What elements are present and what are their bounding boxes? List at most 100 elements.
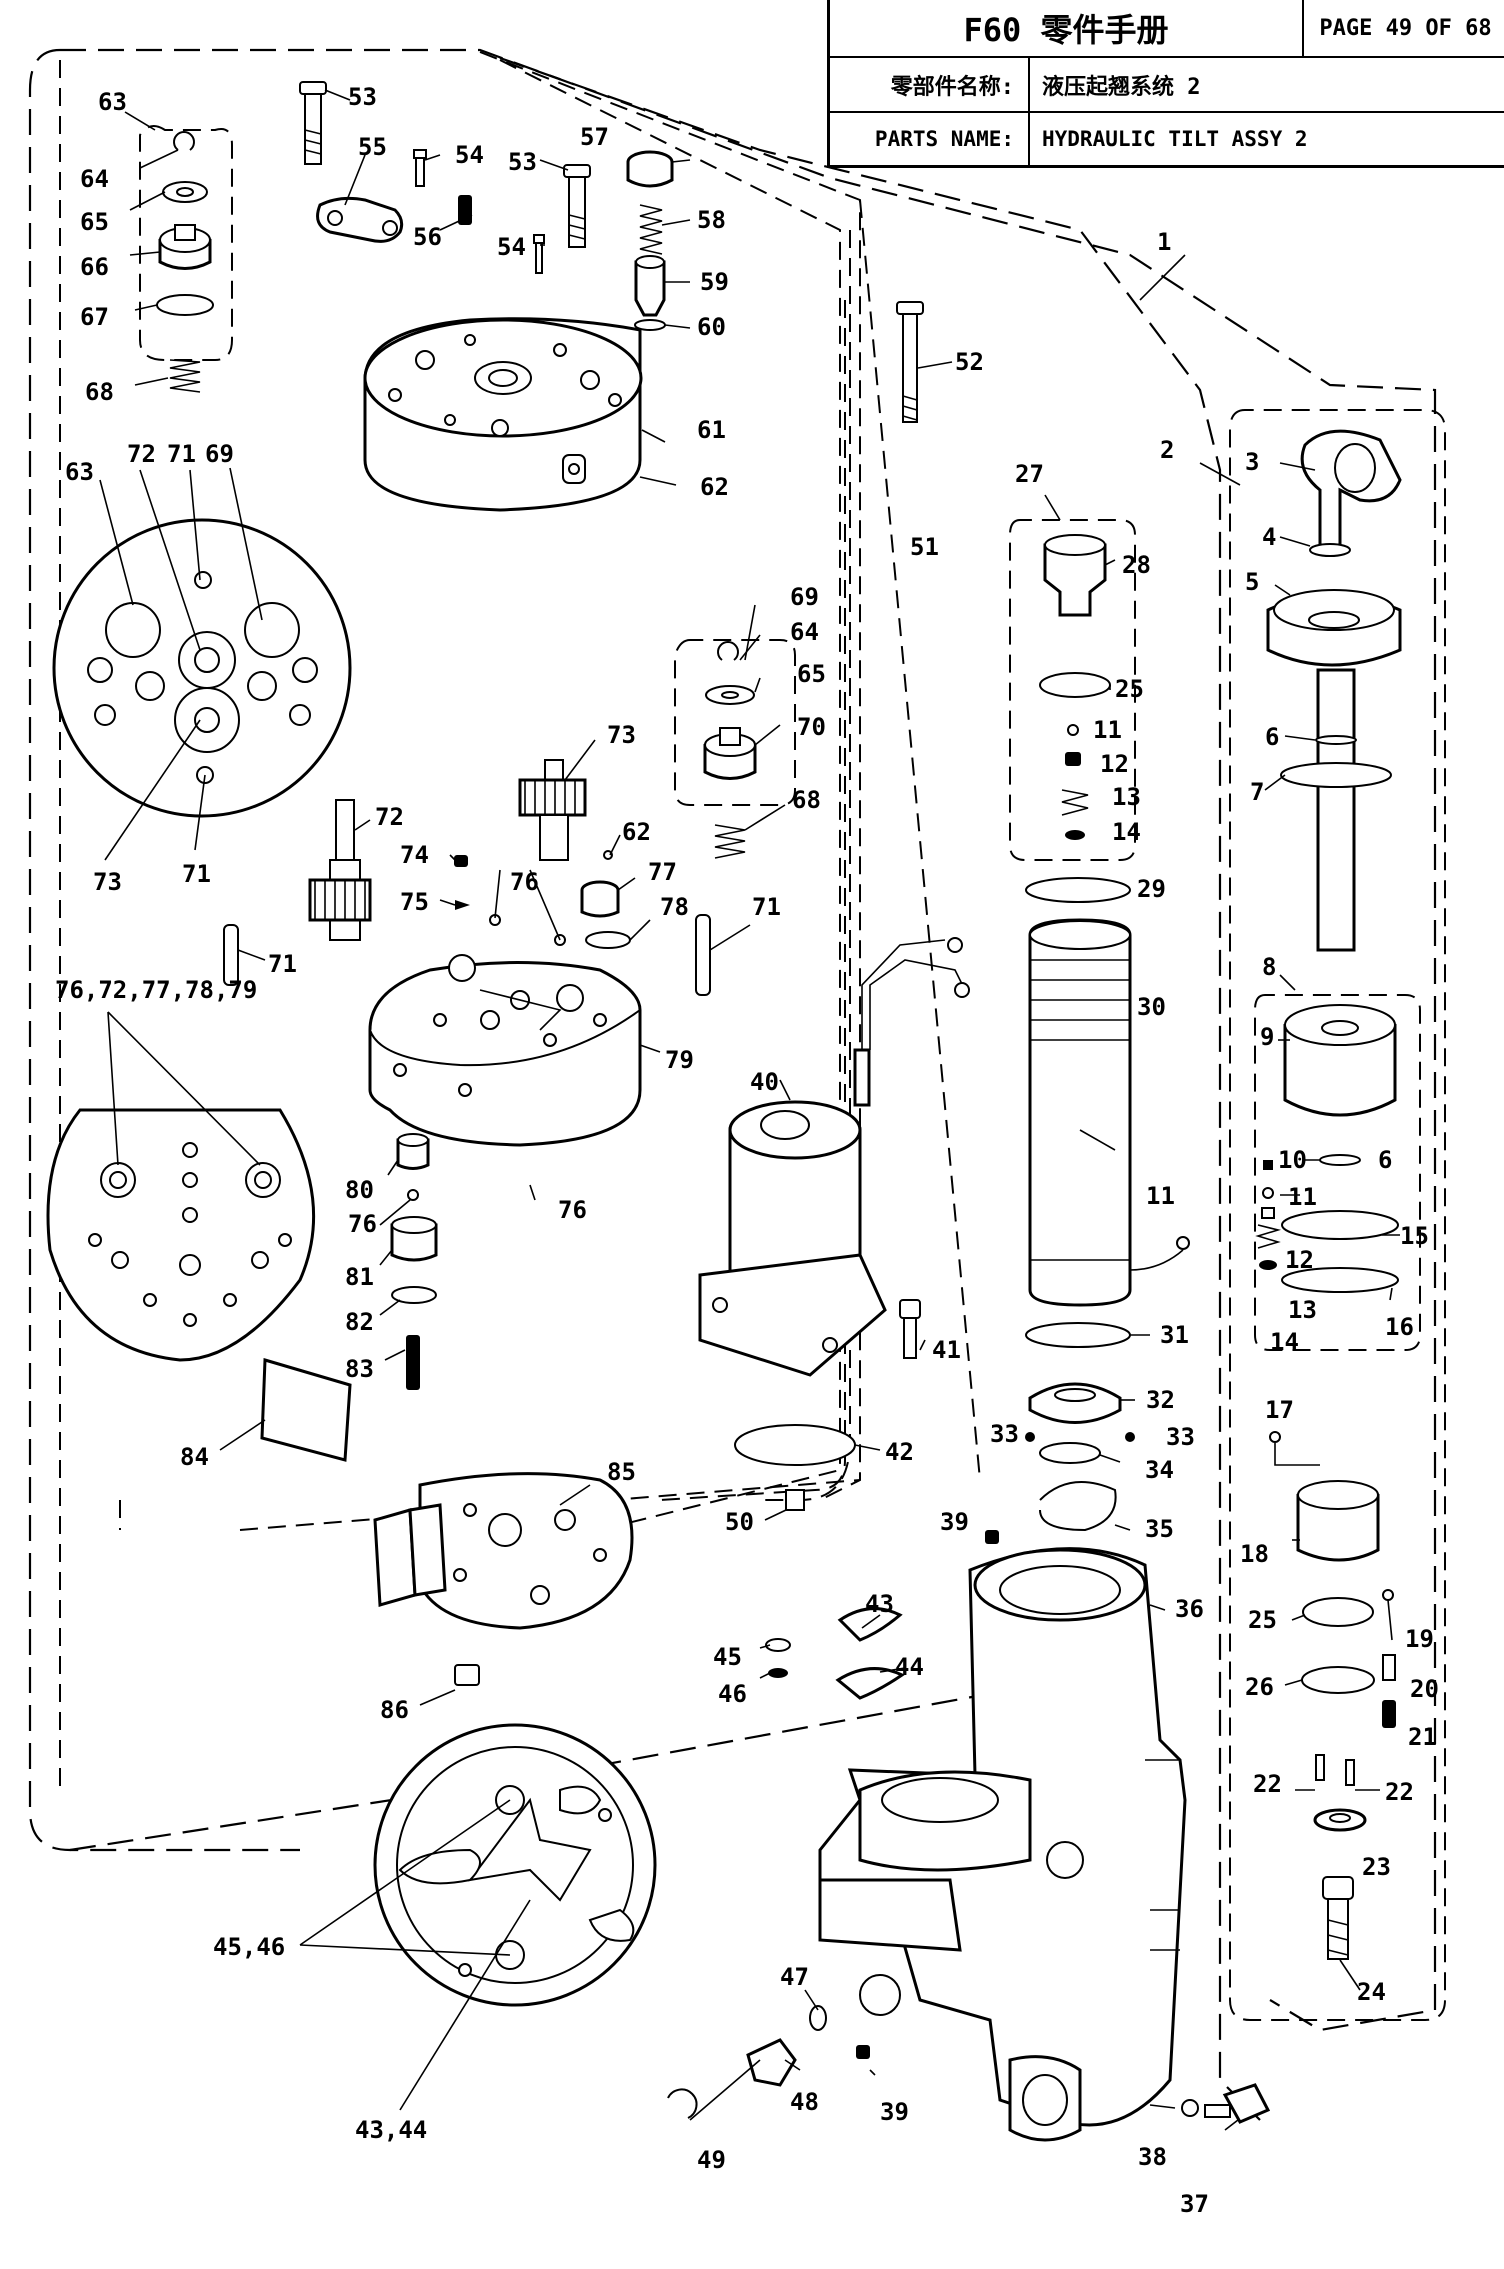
callout: 71 <box>268 950 297 978</box>
callout: 32 <box>1146 1386 1175 1414</box>
callout: 19 <box>1405 1625 1434 1653</box>
callout: 65 <box>80 208 109 236</box>
callout: 75 <box>400 888 429 916</box>
callout: 7 <box>1250 778 1264 806</box>
callout: 11 <box>1288 1183 1317 1211</box>
valve-block-61 <box>363 317 643 512</box>
callout: 76 <box>510 868 539 896</box>
callout: 65 <box>797 660 826 688</box>
callout: 78 <box>660 893 689 921</box>
callout: 51 <box>910 533 939 561</box>
callout: 12 <box>1285 1246 1314 1274</box>
callout: 76,72,77,78,79 <box>55 976 257 1004</box>
callout: 60 <box>697 313 726 341</box>
callout: 28 <box>1122 551 1151 579</box>
callout: 43 <box>865 1590 894 1618</box>
callout: 52 <box>955 348 984 376</box>
callout: 14 <box>1270 1328 1299 1356</box>
callout: 68 <box>85 378 114 406</box>
callout: 33 <box>1166 1423 1195 1451</box>
callout: 12 <box>1100 750 1129 778</box>
callout: 70 <box>797 713 826 741</box>
callout: 27 <box>1015 460 1044 488</box>
callout: 56 <box>413 223 442 251</box>
callout: 6 <box>1265 723 1279 751</box>
callout: 50 <box>725 1508 754 1536</box>
callout: 82 <box>345 1308 374 1336</box>
callout: 4 <box>1262 523 1276 551</box>
callout: 31 <box>1160 1321 1189 1349</box>
callout: 2 <box>1160 436 1174 464</box>
callout: 57 <box>580 123 609 151</box>
callout: 76 <box>348 1210 377 1238</box>
face-detail-top <box>52 518 352 818</box>
callout: 20 <box>1410 1675 1439 1703</box>
callout: 55 <box>358 133 387 161</box>
callout: 69 <box>790 583 819 611</box>
leader-lines <box>99 89 1400 2131</box>
callout: 85 <box>607 1458 636 1486</box>
callout: 45 <box>713 1643 742 1671</box>
callout: 83 <box>345 1355 374 1383</box>
gear-shafts <box>223 759 711 996</box>
callout: 67 <box>80 303 109 331</box>
callout: 17 <box>1265 1396 1294 1424</box>
callout: 21 <box>1408 1723 1437 1751</box>
callout: 63 <box>65 458 94 486</box>
callout: 23 <box>1362 1853 1391 1881</box>
callout: 11 <box>1146 1182 1175 1210</box>
callout: 73 <box>607 721 636 749</box>
callout: 16 <box>1385 1313 1414 1341</box>
callout: 11 <box>1093 716 1122 744</box>
callout: 22 <box>1385 1778 1414 1806</box>
callout: 62 <box>700 473 729 501</box>
part-name-cn-label: 零部件名称: <box>830 58 1030 113</box>
callout: 74 <box>400 841 429 869</box>
callout: 68 <box>792 786 821 814</box>
callout: 25 <box>1248 1606 1277 1634</box>
callout: 34 <box>1145 1456 1174 1484</box>
callout: 13 <box>1112 783 1141 811</box>
callout: 40 <box>750 1068 779 1096</box>
callout: 86 <box>380 1696 409 1724</box>
callout: 61 <box>697 416 726 444</box>
callout: 15 <box>1400 1222 1429 1250</box>
callout: 37 <box>1180 2190 1209 2218</box>
callout: 8 <box>1262 953 1276 981</box>
callout: 35 <box>1145 1515 1174 1543</box>
page-number: PAGE 49 OF 68 <box>1304 0 1504 58</box>
callout: 49 <box>697 2146 726 2174</box>
title-block: F60 零件手册 PAGE 49 OF 68 零部件名称: 液压起翘系统 2 P… <box>827 0 1504 168</box>
callout: 53 <box>508 148 537 176</box>
callout: 71 <box>752 893 781 921</box>
callout: 9 <box>1260 1023 1274 1051</box>
callout: 5 <box>1245 568 1259 596</box>
group-63-parts <box>156 131 214 393</box>
callout: 71 <box>167 440 196 468</box>
callout: 47 <box>780 1963 809 1991</box>
callout: 13 <box>1288 1296 1317 1324</box>
callout: 53 <box>348 83 377 111</box>
part-name-en-label: PARTS NAME: <box>830 113 1030 165</box>
housing-36 <box>667 1530 1271 2142</box>
group-69-parts <box>703 641 757 859</box>
motor-40 <box>698 937 970 1511</box>
callout: 62 <box>622 818 651 846</box>
callout: 79 <box>665 1046 694 1074</box>
valve-stack-80-86 <box>260 1133 634 1686</box>
callout: 36 <box>1175 1595 1204 1623</box>
callout: 26 <box>1245 1673 1274 1701</box>
callout: 42 <box>885 1438 914 1466</box>
part-name-en-value: HYDRAULIC TILT ASSY 2 <box>1042 127 1308 151</box>
callout: 22 <box>1253 1770 1282 1798</box>
part-name-cn-value: 液压起翘系统 2 <box>1030 58 1504 113</box>
tilt-rod-group <box>1255 429 1402 1960</box>
callout: 81 <box>345 1263 374 1291</box>
callout: 71 <box>182 860 211 888</box>
subgroup-boxes <box>139 125 1446 2021</box>
callout: 76 <box>558 1196 587 1224</box>
face-detail-bottom <box>46 1108 316 1362</box>
callout: 59 <box>700 268 729 296</box>
callout-labels: 1 2 3 4 5 6 7 8 9 10 6 11 12 15 13 16 14… <box>55 83 1439 2218</box>
